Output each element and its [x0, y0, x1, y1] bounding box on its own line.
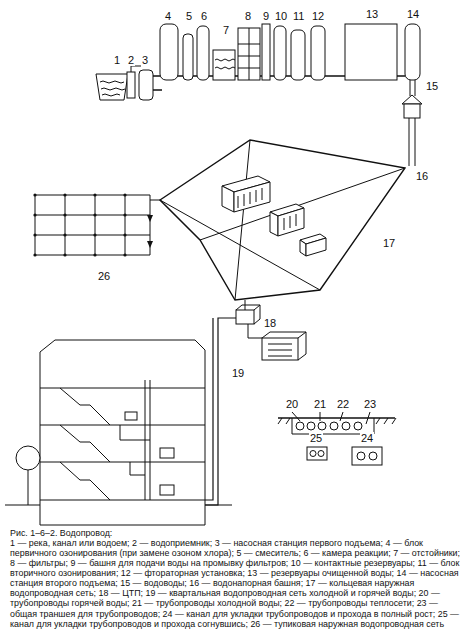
callout-number: 20: [285, 398, 299, 410]
callout-number: 8: [244, 10, 252, 22]
callout-number: 9: [262, 10, 270, 22]
callout-number: 26: [97, 270, 111, 282]
callout-number: 24: [360, 432, 374, 444]
callout-number: 3: [141, 54, 149, 66]
callout-number: 7: [222, 24, 230, 36]
callout-number: 16: [415, 170, 429, 182]
callout-number: 17: [382, 237, 396, 249]
callout-number: 25: [309, 432, 323, 444]
callout-number: 5: [185, 10, 193, 22]
callout-number: 10: [274, 10, 288, 22]
callout-number: 21: [313, 398, 327, 410]
figure-caption: Рис. 1–6–2. Водопровод:: [10, 528, 462, 538]
callout-number: 6: [200, 10, 208, 22]
callout-number: 19: [231, 367, 245, 379]
callout-number: 14: [406, 8, 420, 20]
callout-number: 22: [336, 398, 350, 410]
callout-number: 15: [425, 80, 439, 92]
callout-number: 2: [127, 54, 135, 66]
caption-key: 1 — река, канал или водоем; 2 — водоприе…: [10, 538, 462, 629]
callout-number: 4: [164, 10, 172, 22]
callout-number: 23: [363, 398, 377, 410]
callout-number: 18: [263, 317, 277, 329]
callout-number: 13: [365, 8, 379, 20]
callout-number: 1: [113, 54, 121, 66]
caption-block: Рис. 1–6–2. Водопровод:1 — река, канал и…: [10, 528, 462, 629]
callout-number: 11: [292, 10, 305, 22]
callout-number: 12: [311, 10, 325, 22]
